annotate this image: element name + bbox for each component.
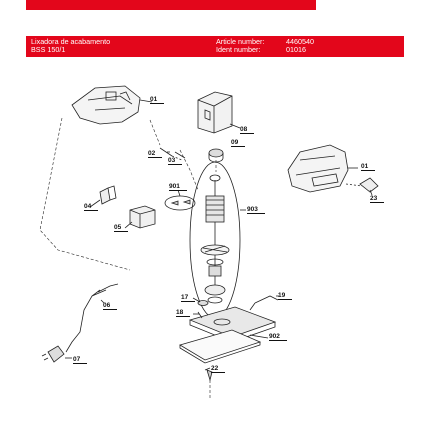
product-name: Lixadora de acabamento [31,37,111,46]
bearing-09 [208,148,224,158]
power-cable [65,283,119,353]
power-plug [41,345,65,363]
callout-02: 02 [148,150,162,158]
callout-06: 06 [103,302,117,310]
capacitor-05 [129,205,156,229]
switch-block [197,91,233,134]
armature [200,174,230,304]
callout-04: 04 [84,203,98,211]
callout-903: 903 [247,206,265,214]
callout-07: 07 [73,356,87,364]
product-info: Lixadora de acabamento BSS 150/1 [31,38,110,54]
callout-01-left: 01 [150,96,164,104]
callout-03: 03 [168,157,182,165]
callout-09: 09 [231,139,245,147]
callout-902: 902 [269,333,287,341]
callout-17: 17 [181,294,195,302]
callout-01-right: 01 [361,163,375,171]
callout-23: 23 [370,195,384,203]
callout-18: 18 [176,309,190,317]
screw-02 [159,147,173,157]
screw-22 [206,369,213,382]
top-brand-bar [26,0,316,10]
clip-19 [254,295,279,304]
brush-set-outline [164,195,196,211]
callout-22: 22 [211,365,225,373]
ident-number-value: 01016 [286,45,306,54]
knob-23 [359,177,379,193]
article-number-label: Article number: [216,37,265,46]
clip-04 [99,187,111,205]
callout-901: 901 [169,183,187,191]
housing-half-right [287,144,349,193]
callout-05: 05 [114,224,128,232]
callout-19: 19 [278,292,292,300]
product-model: BSS 150/1 [31,45,66,54]
document-header: Lixadora de acabamento BSS 150/1 Article… [26,36,404,57]
housing-half-left [71,85,141,125]
ident-number-label: Ident number: [216,45,261,54]
article-info: Article number: 4460540 Ident number: 0101… [216,38,314,54]
callout-08: 08 [240,126,254,134]
article-number-value: 4460540 [286,37,314,46]
